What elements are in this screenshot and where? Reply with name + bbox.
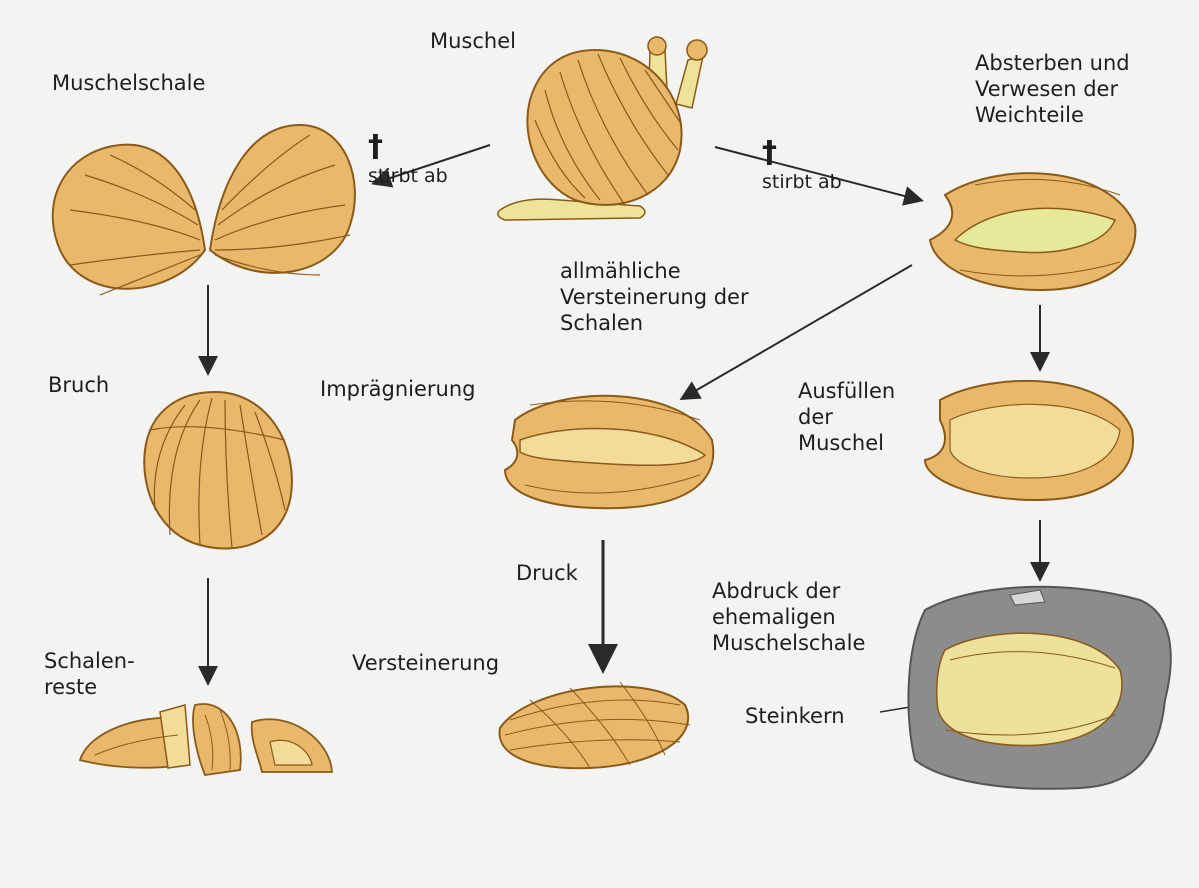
- label-bruch: Bruch: [48, 373, 110, 397]
- arrow-muschel-to-verwesen: [714, 146, 924, 206]
- living-mussel-illustration: [497, 36, 708, 221]
- arrows: [198, 144, 1050, 713]
- label-stirbt-ab-right: stirbt ab: [762, 171, 842, 193]
- label-steinkern: Steinkern: [745, 704, 845, 728]
- label-druck: Druck: [516, 561, 578, 585]
- label-muschel: Muschel: [430, 29, 516, 53]
- arrow-verwesen-to-impraegnierung: [679, 264, 913, 401]
- label-abdruck: Abdruck der ehemaligen Muschelschale: [712, 579, 866, 655]
- label-schalenreste: Schalen- reste: [44, 649, 135, 699]
- bruch-shell-illustration: [143, 390, 293, 550]
- label-allmaehliche-versteinerung: allmähliche Versteinerung der Schalen: [560, 259, 749, 335]
- label-versteinerung: Versteinerung: [352, 651, 500, 675]
- filled-shell-illustration: [923, 380, 1135, 502]
- decaying-shell-illustration: [928, 172, 1137, 292]
- arrow-muschel-to-muschelschale: [371, 144, 491, 188]
- rock-imprint-illustration: [907, 585, 1172, 790]
- stirbt-ab-left: † stirbt ab: [368, 106, 448, 189]
- flattened-fossil-illustration: [498, 681, 691, 770]
- steinkern-illustration: [935, 632, 1123, 747]
- shell-remnants-illustration: [78, 703, 333, 776]
- label-muschelschale: Muschelschale: [52, 71, 206, 95]
- label-impraegnierung: Imprägnierung: [320, 377, 476, 401]
- mussel-siphon-2: [675, 54, 704, 109]
- stirbt-ab-right: † stirbt ab: [762, 112, 842, 195]
- cross-icon: †: [762, 135, 777, 170]
- open-shell-illustration: [51, 123, 356, 296]
- impraegnierung-shell-illustration: [503, 394, 715, 510]
- label-stirbt-ab-left: stirbt ab: [368, 165, 448, 187]
- label-absterben: Absterben und Verwesen der Weichteile: [975, 51, 1130, 127]
- label-ausfuellen: Ausfüllen der Muschel: [798, 379, 896, 455]
- cross-icon: †: [368, 129, 383, 164]
